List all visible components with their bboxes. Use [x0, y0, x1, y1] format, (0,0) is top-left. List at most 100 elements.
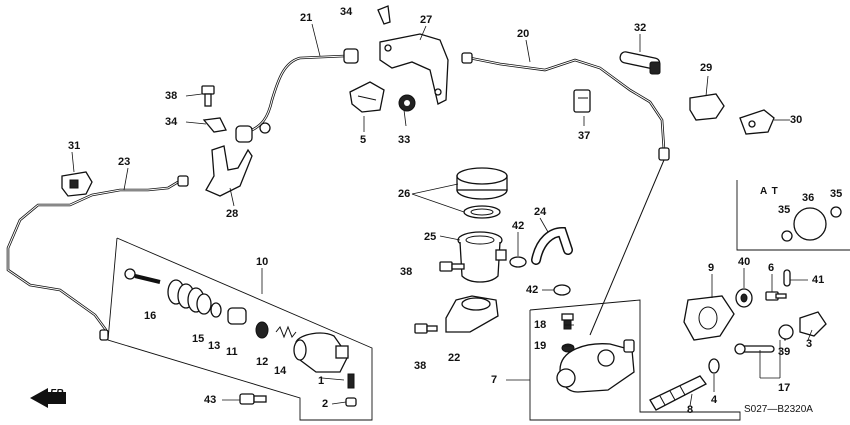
master-cylinder-body: [556, 339, 635, 393]
damper-32: [619, 51, 661, 75]
callout-38-mid: 38: [400, 266, 413, 278]
callout-41: 41: [812, 274, 825, 286]
reservoir-25: [457, 231, 507, 283]
callout-33: 33: [398, 134, 411, 146]
cup-12: [255, 321, 269, 339]
bolt-38-top: [201, 85, 215, 107]
reservoir-hose-24: [509, 226, 573, 296]
callout-32: 32: [634, 22, 647, 34]
cap-2: [345, 397, 357, 407]
callout-17: 17: [778, 382, 791, 394]
callout-37: 37: [578, 130, 591, 142]
clutch-pipe-20: [461, 52, 670, 336]
front-direction-label: FR.: [50, 388, 67, 399]
clevis-pin-17: [734, 343, 775, 355]
bolt-6: [765, 291, 787, 301]
callout-38-top: 38: [165, 90, 178, 102]
callout-25: 25: [424, 231, 437, 243]
bolt-38-bottom: [414, 323, 438, 334]
pushrod-8: [649, 375, 707, 411]
callout-23: 23: [118, 156, 131, 168]
callout-5: 5: [360, 134, 367, 146]
callout-36: 36: [802, 192, 815, 204]
clip-34-left: [202, 117, 227, 133]
bleeder-1: [347, 373, 355, 389]
callout-29: 29: [700, 62, 713, 74]
bracket-22: [445, 295, 499, 333]
pushrod-16: [124, 268, 161, 284]
callout-30: 30: [790, 114, 803, 126]
bracket-28: [205, 145, 253, 197]
gasket-9: [683, 295, 735, 341]
callout-28: 28: [226, 208, 239, 220]
callout-11: 11: [226, 346, 238, 358]
clamp-30: [739, 109, 775, 135]
callout-7: 7: [491, 374, 498, 386]
callout-42-bottom: 42: [526, 284, 539, 296]
callout-35-right: 35: [830, 188, 843, 200]
clutch-pipe-23: [6, 175, 189, 341]
callout-10: 10: [256, 256, 269, 268]
reservoir-cap-26: [456, 167, 508, 219]
slave-cylinder-body: [293, 332, 349, 373]
callout-14: 14: [274, 365, 287, 377]
callout-38-bottom: 38: [414, 360, 427, 372]
callout-24: 24: [534, 206, 547, 218]
grommet-35a: [781, 230, 793, 242]
callout-18: 18: [534, 319, 547, 331]
callout-6: 6: [768, 262, 775, 274]
callout-1: 1: [318, 375, 325, 387]
ring-13: [210, 302, 222, 318]
slave-cylinder-group-box: [107, 237, 373, 421]
diagram-code: S027—B2320A: [744, 404, 813, 415]
bolt-38-mid: [439, 261, 465, 272]
bracket-27: [379, 33, 449, 105]
grommet-35b: [830, 206, 842, 218]
callout-34-top: 34: [340, 6, 353, 18]
callout-8: 8: [687, 404, 694, 416]
callout-34-left: 34: [165, 116, 178, 128]
callout-43: 43: [204, 394, 217, 406]
master-cylinder-group-box: [529, 299, 741, 421]
callout-15: 15: [192, 333, 205, 345]
clip-34-top: [377, 5, 391, 25]
callout-42-top: 42: [512, 220, 525, 232]
callout-22: 22: [448, 352, 461, 364]
spring-14: [275, 325, 297, 339]
callout-21: 21: [300, 12, 313, 24]
clamp-5: [349, 81, 385, 113]
at-variant-label: A T: [760, 186, 779, 197]
callout-40: 40: [738, 256, 751, 268]
callout-26: 26: [398, 188, 411, 200]
callout-20: 20: [517, 28, 530, 40]
callout-12: 12: [256, 356, 269, 368]
callout-9: 9: [708, 262, 715, 274]
callout-2: 2: [322, 398, 329, 410]
grommet-33: [398, 94, 416, 112]
clamp-37: [573, 89, 591, 113]
callout-16: 16: [144, 310, 157, 322]
piston-11: [227, 307, 247, 325]
bolt-18: [561, 313, 574, 330]
clamp-31: [61, 171, 93, 197]
pin-41: [783, 269, 791, 287]
bolt-43: [239, 393, 267, 405]
boot-15: [167, 279, 212, 315]
callout-27: 27: [420, 14, 433, 26]
callout-35-left: 35: [778, 204, 791, 216]
yoke-3: [799, 311, 827, 337]
pin-39: [778, 324, 794, 340]
front-direction-arrow: [30, 388, 66, 408]
at-variant-box: [736, 180, 850, 251]
callout-39: 39: [778, 346, 791, 358]
callout-3: 3: [806, 338, 813, 350]
bushing-40: [735, 288, 753, 308]
callout-19: 19: [534, 340, 547, 352]
callout-31: 31: [68, 140, 81, 152]
clutch-hose-21: [235, 48, 359, 143]
clamp-29: [689, 93, 725, 121]
callout-4: 4: [711, 394, 718, 406]
ring-4: [708, 358, 720, 374]
plug-36: [793, 207, 827, 241]
